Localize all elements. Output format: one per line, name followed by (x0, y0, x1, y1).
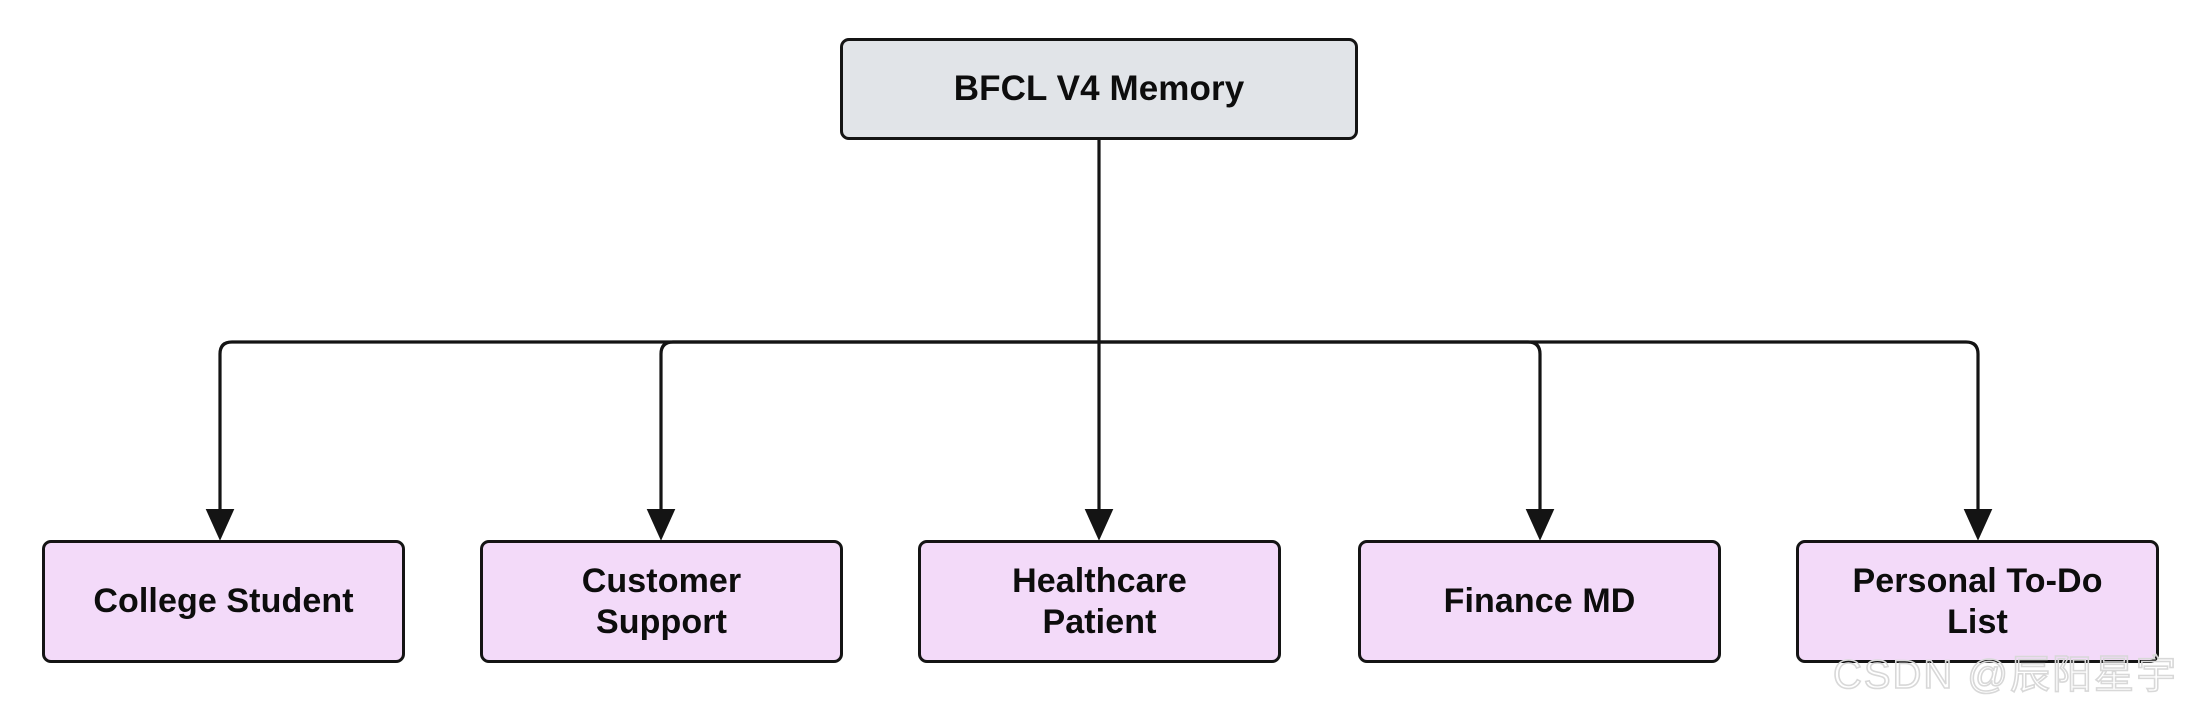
node-label: Finance MD (1443, 582, 1636, 621)
edge-root-to-finance-md (1099, 340, 1555, 541)
csdn-watermark: CSDN @辰阳星宇 (1832, 652, 2178, 698)
node-customer-support[interactable]: Customer Support (480, 540, 843, 663)
node-label: Personal To-Do List (1852, 562, 2103, 641)
node-bfcl-v4-memory[interactable]: BFCL V4 Memory (840, 38, 1358, 140)
node-healthcare-patient[interactable]: Healthcare Patient (918, 540, 1281, 663)
node-label: Healthcare Patient (1012, 562, 1187, 641)
node-college-student[interactable]: College Student (42, 540, 405, 663)
node-label: Customer Support (581, 562, 742, 641)
node-label: BFCL V4 Memory (953, 69, 1245, 109)
node-personal-todo-list[interactable]: Personal To-Do List (1796, 540, 2159, 663)
edge-root-to-personal-todo-list (1099, 340, 1993, 541)
node-finance-md[interactable]: Finance MD (1358, 540, 1721, 663)
edge-root-to-customer-support (646, 340, 1099, 541)
node-label: College Student (93, 582, 354, 621)
edge-root-to-college-student (205, 340, 1099, 541)
